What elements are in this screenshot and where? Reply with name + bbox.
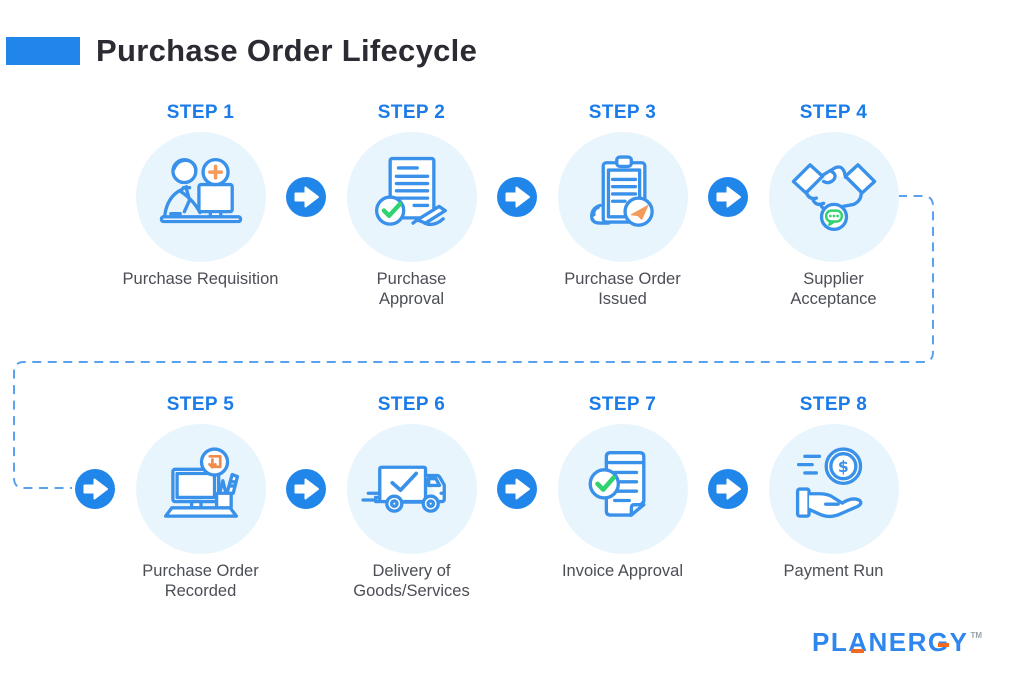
step-icon-circle [135, 424, 266, 554]
step-icon-circle [135, 132, 266, 262]
step-label: STEP 5 [166, 394, 235, 415]
step-card: STEP 5 Purchase Order Recorded [101, 393, 301, 601]
logo-letter: P [812, 627, 831, 657]
step-card: STEP 6 Delivery of Goods/Services [312, 393, 512, 601]
handshake-chat-icon [782, 143, 886, 252]
document-approval-icon [360, 143, 464, 252]
logo-letter: E [888, 627, 908, 657]
step-icon-circle [557, 132, 688, 262]
step-caption: Purchase Order Issued [564, 270, 681, 308]
delivery-truck-icon [360, 435, 464, 544]
step-caption: Delivery of Goods/Services [353, 562, 470, 600]
step-card: STEP 2 Purchase Approval [312, 101, 512, 309]
arrow-right-icon [285, 177, 326, 217]
logo-letter: N [868, 627, 889, 657]
step-card: STEP 3 Purchase Order Issued [523, 101, 723, 309]
invoice-check-icon [571, 435, 675, 544]
step-caption: Purchase Order Recorded [142, 562, 259, 600]
logo-g-accent [937, 642, 949, 647]
title-accent-bar [6, 37, 80, 65]
person-computer-icon [149, 143, 253, 252]
step-icon-circle [346, 132, 477, 262]
step-card: STEP 1 Purchase Requisition [101, 101, 301, 289]
step-label: STEP 1 [166, 102, 235, 123]
arrow-right-icon [75, 469, 115, 509]
step-caption: Supplier Acceptance [790, 270, 877, 308]
step-label: STEP 8 [799, 394, 868, 415]
arrow-right-icon [707, 469, 748, 509]
planergy-logo: PLANERGYTM [812, 629, 982, 656]
logo-a-accent [851, 649, 865, 653]
step-card: STEP 8 $ Payment Run [734, 393, 934, 581]
step-label: STEP 4 [799, 102, 868, 123]
step-caption: Purchase Requisition [122, 270, 279, 288]
logo-letter: A [848, 627, 869, 657]
step-label: STEP 6 [377, 394, 446, 415]
step-label: STEP 3 [588, 102, 657, 123]
logo-letter: R [907, 627, 928, 657]
logo-letter: L [830, 627, 849, 657]
logo-letter: Y [949, 627, 969, 657]
step-caption: Payment Run [783, 562, 884, 580]
step-caption: Invoice Approval [561, 562, 684, 580]
step-card: STEP 4 Supplier Acceptance [734, 101, 934, 309]
arrow-right-icon [496, 177, 537, 217]
clipboard-send-icon [571, 143, 675, 252]
page-title: Purchase Order Lifecycle [96, 33, 478, 68]
arrow-right-icon [285, 469, 326, 509]
logo-tm: TM [970, 631, 983, 640]
step-label: STEP 7 [588, 394, 657, 415]
arrow-right-icon [707, 177, 748, 217]
payment-hand-icon: $ [782, 435, 886, 544]
step-icon-circle [346, 424, 477, 554]
step-icon-circle [557, 424, 688, 554]
computer-record-icon [149, 435, 253, 544]
step-caption: Purchase Approval [376, 270, 447, 308]
arrow-right-icon [496, 469, 537, 509]
svg-text:$: $ [837, 457, 848, 475]
step-icon-circle: $ [768, 424, 899, 554]
step-icon-circle [768, 132, 899, 262]
step-label: STEP 2 [377, 102, 446, 123]
step-card: STEP 7 Invoice Approval [523, 393, 723, 581]
logo-letter: G [928, 629, 950, 656]
